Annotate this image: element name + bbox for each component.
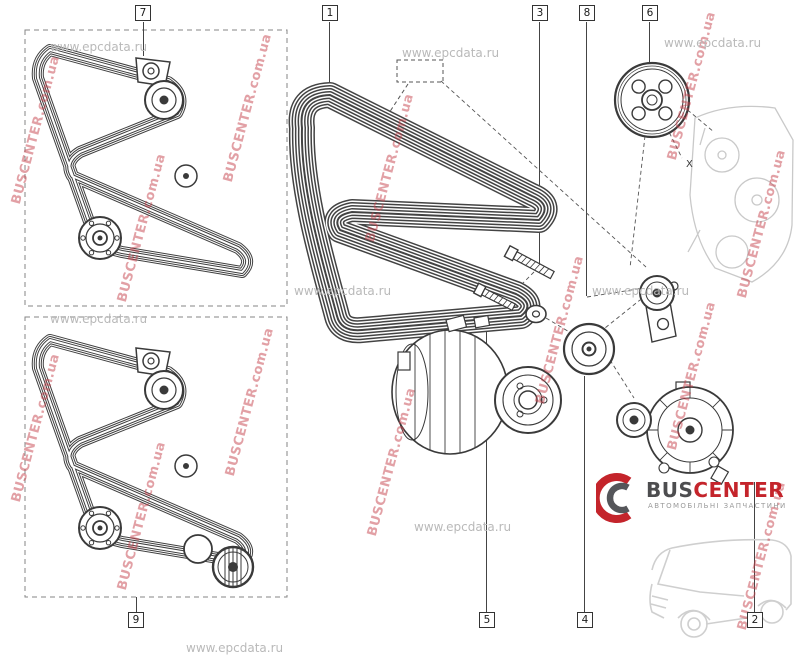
alternator-part-2: [616, 381, 734, 485]
callout-part-7[interactable]: 7: [135, 5, 151, 21]
belt-routing-diagram-7: [38, 50, 247, 272]
callout-label: 1: [326, 6, 334, 19]
belt-routing-diagram-9: [38, 340, 255, 589]
buscenter-logo: BUSCENTER АВТОМОБІЛЬНІ ЗАПЧАСТИНИ: [596, 468, 796, 530]
callout-label: 3: [536, 6, 544, 19]
callout-leader-lines: [136, 22, 755, 612]
callout-part-2[interactable]: 2: [747, 612, 763, 628]
logo-text-center: CENTER: [693, 478, 785, 502]
panel-9-border: [24, 316, 288, 598]
engine-ghost-outline: [687, 105, 794, 283]
crankshaft-pulley-part-6: [613, 61, 691, 139]
callout-label: 2: [751, 613, 759, 626]
annotation-dashed-box: [388, 59, 444, 114]
callout-part-4[interactable]: 4: [577, 612, 593, 628]
callout-label: 5: [483, 613, 491, 626]
ac-compressor: [391, 314, 562, 455]
callout-part-8[interactable]: 8: [579, 5, 595, 21]
callout-part-1[interactable]: 1: [322, 5, 338, 21]
belt-tensioner-part-8: [639, 275, 679, 343]
grooved-crank-pulley: [211, 545, 255, 589]
callout-label: 7: [139, 6, 147, 19]
serpentine-belt-1: [302, 95, 545, 330]
callout-label: 4: [581, 613, 589, 626]
logo-wordmark: BUSCENTER: [646, 478, 784, 502]
van-sketch: [649, 538, 792, 638]
callout-part-6[interactable]: 6: [642, 5, 658, 21]
x-dimension-label: X: [686, 159, 693, 170]
callout-part-5[interactable]: 5: [479, 612, 495, 628]
washer: [525, 304, 547, 324]
construction-dashed-lines: [440, 80, 715, 399]
logo-c-icon: [596, 473, 632, 523]
callout-label: 6: [646, 6, 654, 19]
callout-label: 8: [583, 6, 591, 19]
logo-text-bus: BUS: [646, 478, 694, 502]
bolt-part-3: [503, 244, 555, 280]
callout-label: 9: [132, 613, 140, 626]
callout-part-9[interactable]: 9: [128, 612, 144, 628]
bolt-part-5: [472, 282, 517, 312]
callout-part-3[interactable]: 3: [532, 5, 548, 21]
logo-tagline: АВТОМОБІЛЬНІ ЗАПЧАСТИНИ: [648, 502, 787, 510]
panel-7-border: [24, 29, 288, 307]
idler-pulley-part-4: [562, 322, 616, 376]
